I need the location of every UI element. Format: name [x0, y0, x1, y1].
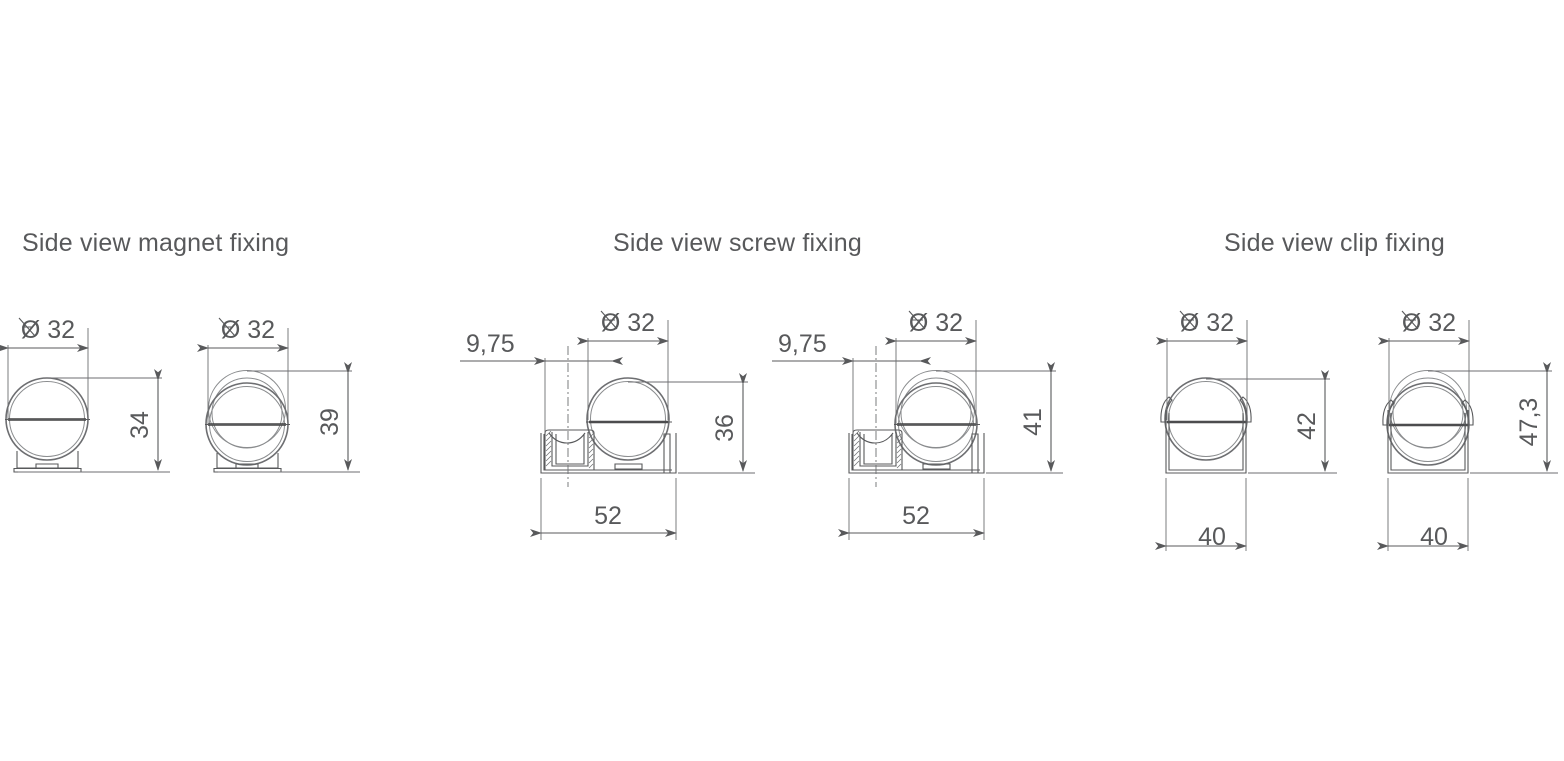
dimension-diameter-32-clip-a: Ø 32	[1156, 309, 1248, 420]
section-heading-screw: Side view screw fixing	[613, 229, 862, 257]
sensor-cap-arc	[208, 370, 286, 449]
dimension-diameter-32-screw-a: Ø 32	[577, 309, 669, 420]
section-hatch	[853, 430, 902, 469]
magnet-base-plate	[213, 453, 282, 473]
view-magnet-a: Ø 32 34	[0, 316, 170, 473]
view-clip-b: Ø 32 47,3 40	[1377, 309, 1558, 551]
view-clip-a: Ø 32 42 40	[1155, 309, 1337, 551]
dimension-label: 39	[316, 408, 344, 436]
dimension-34: 34	[18, 369, 170, 473]
view-screw-b: 9,75 Ø 32 41 52	[772, 309, 1063, 540]
view-screw-a: 9,75 Ø 32 36 52	[460, 309, 755, 540]
section-heading-clip: Side view clip fixing	[1224, 229, 1445, 257]
dimension-label: Ø 32	[1402, 309, 1456, 337]
dimension-diameter-32-screw-b: Ø 32	[885, 309, 977, 424]
dimension-label: 42	[1293, 412, 1321, 440]
dimension-diameter-32-magnet-a: Ø 32	[0, 316, 89, 420]
dimension-label: 9,75	[778, 330, 827, 358]
magnet-base-plate	[13, 451, 82, 473]
dimension-52-screw-a: 52	[530, 478, 677, 540]
sensor-foot	[922, 463, 951, 470]
sensor-foot	[614, 463, 643, 470]
dimension-label: 34	[126, 411, 154, 439]
screw-bracket	[540, 429, 677, 474]
dimension-label: Ø 32	[1180, 309, 1234, 337]
dimension-9-75-screw-b: 9,75	[772, 330, 931, 432]
dimension-label: 47,3	[1515, 398, 1543, 447]
sensor-body-circle	[586, 377, 670, 461]
dimension-label: 40	[1420, 523, 1448, 551]
screw-bracket	[848, 429, 985, 474]
dimension-40-clip-b: 40	[1377, 478, 1469, 551]
clip-bracket	[1382, 399, 1474, 474]
dimension-label: 52	[902, 502, 930, 530]
dimension-diameter-32-magnet-b: Ø 32	[197, 316, 289, 424]
dimension-label: 40	[1198, 523, 1226, 551]
dimension-36: 36	[628, 373, 755, 474]
dimension-label: 36	[711, 414, 739, 442]
dimension-label: 9,75	[466, 330, 515, 358]
sensor-cap-arc	[897, 370, 975, 449]
sensor-body-circle	[1164, 377, 1248, 461]
dimension-52-screw-b: 52	[838, 478, 985, 540]
dimension-40-clip-a: 40	[1155, 478, 1247, 551]
dimension-label: 41	[1019, 408, 1047, 436]
dimension-diameter-32-clip-b: Ø 32	[1378, 309, 1470, 424]
dimension-label: Ø 32	[601, 309, 655, 337]
dimension-47-3: 47,3	[1428, 362, 1558, 474]
dimension-9-75-screw-a: 9,75	[460, 330, 623, 432]
dimension-label: 52	[594, 502, 622, 530]
dimension-39: 39	[218, 362, 360, 473]
sensor-cap-arc	[1389, 370, 1467, 449]
dimension-41: 41	[936, 362, 1063, 474]
section-heading-magnet: Side view magnet fixing	[22, 229, 290, 257]
section-hatch	[545, 430, 594, 469]
view-magnet-b: Ø 32 39	[197, 316, 360, 473]
clip-bracket	[1160, 396, 1252, 474]
dimension-label: Ø 32	[909, 309, 963, 337]
dimension-42: 42	[1206, 370, 1337, 474]
